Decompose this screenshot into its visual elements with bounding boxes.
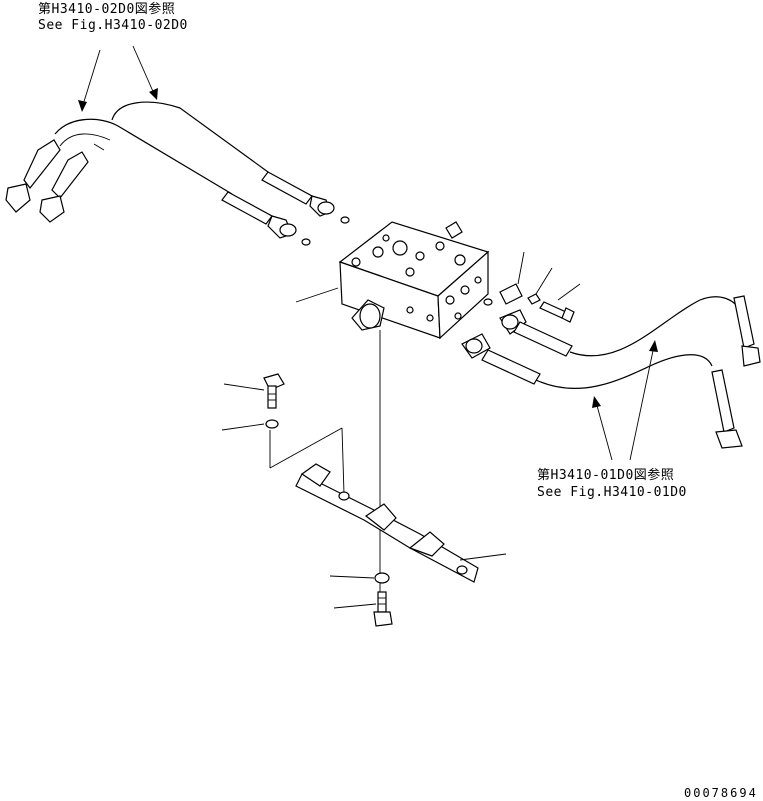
ref-bottom-right-jp: 第H3410-01D0図参照 xyxy=(537,468,675,483)
control-valve xyxy=(295,221,490,340)
drawing-number: 00078694 xyxy=(684,786,758,800)
ref-bottom-right-en: See Fig.H3410-01D0 xyxy=(537,485,687,500)
mounting-bracket xyxy=(295,463,507,583)
hose-right xyxy=(461,251,761,449)
ref-top-left-jp: 第H3410-02D0図参照 xyxy=(38,2,176,17)
ref-arrows-top xyxy=(78,45,158,112)
ref-arrows-bottom xyxy=(592,340,658,461)
bolt-washer-bottom xyxy=(329,572,393,627)
ref-top-left-en: See Fig.H3410-02D0 xyxy=(38,18,188,33)
hose-upper-left xyxy=(5,101,350,246)
bolt-washer-left xyxy=(221,373,345,495)
